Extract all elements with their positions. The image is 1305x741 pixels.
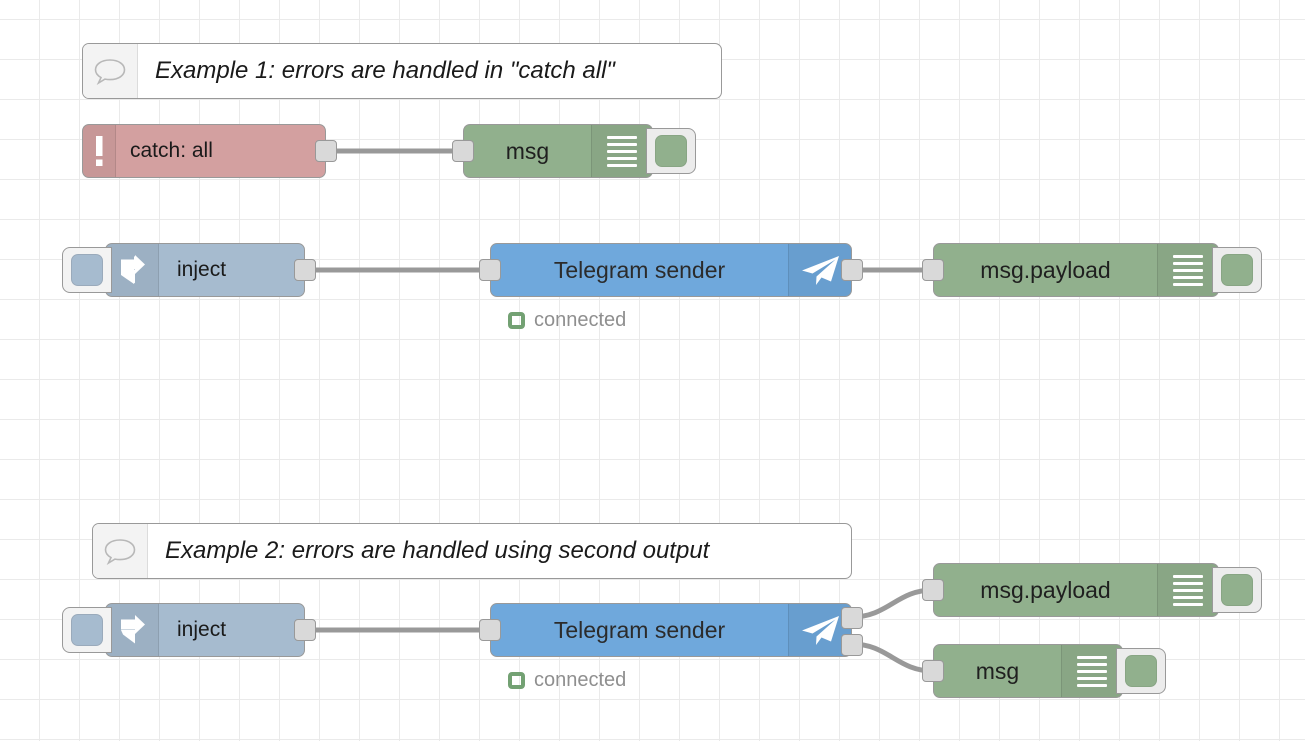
inject-trigger-button-1[interactable]	[62, 247, 112, 293]
debug-toggle-indicator	[655, 135, 687, 167]
telegram-sender-1-output-port[interactable]	[841, 259, 863, 281]
debug-payload-1-input-port[interactable]	[922, 259, 944, 281]
debug-node-payload-1[interactable]: msg.payload	[922, 243, 1262, 297]
debug-bars-icon	[1157, 564, 1218, 616]
arrow-right-icon-glyph	[121, 615, 145, 644]
inject-trigger-button-2[interactable]	[62, 607, 112, 653]
comment-node-example-1[interactable]: Example 1: errors are handled in "catch …	[82, 43, 722, 99]
debug-active-toggle-msg-bottom[interactable]	[1116, 648, 1166, 694]
inject-node-2[interactable]: inject	[62, 603, 316, 657]
debug-toggle-indicator	[1221, 574, 1253, 606]
debug-msg-bottom-input-port[interactable]	[922, 660, 944, 682]
debug-node-msg-bottom[interactable]: msg	[922, 644, 1166, 698]
speech-bubble-icon	[83, 44, 138, 98]
exclamation-icon-glyph	[96, 136, 103, 166]
speech-bubble-icon	[93, 524, 148, 578]
debug-node-payload-2-label: msg.payload	[980, 576, 1111, 603]
wire-telegram2-out1-to-debug-payload2	[849, 587, 936, 620]
debug-bars-icon-glyph	[1077, 655, 1107, 687]
debug-node-msg-top-label: msg	[505, 137, 550, 164]
catch-node[interactable]: catch: all	[82, 124, 337, 178]
exclamation-icon	[83, 125, 116, 177]
telegram-paper-plane-icon-glyph	[802, 256, 839, 285]
telegram-paper-plane-icon-glyph	[802, 616, 839, 645]
speech-bubble-icon-glyph	[94, 59, 126, 85]
telegram-sender-1-status: connected	[508, 309, 626, 332]
inject-node-1-output-port[interactable]	[294, 259, 316, 281]
telegram-sender-2-status-text: connected	[534, 669, 627, 691]
debug-toggle-indicator	[1221, 254, 1253, 286]
comment-text: Example 2: errors are handled using seco…	[165, 537, 710, 564]
telegram-sender-2-output-port-1[interactable]	[841, 607, 863, 629]
telegram-sender-node-1[interactable]: Telegram sender	[479, 243, 863, 297]
inject-node-2-output-port[interactable]	[294, 619, 316, 641]
arrow-right-icon	[106, 244, 159, 296]
debug-node-msg-bottom-label: msg	[975, 657, 1020, 684]
telegram-sender-node-2-label: Telegram sender	[553, 616, 726, 643]
inject-node-2-label: inject	[177, 618, 227, 641]
debug-bars-icon-glyph	[1173, 254, 1203, 286]
debug-toggle-indicator	[1125, 655, 1157, 687]
debug-node-msg-top[interactable]: msg	[452, 124, 696, 178]
catch-output-port[interactable]	[315, 140, 337, 162]
debug-bars-icon-glyph	[607, 135, 637, 167]
inject-node-1-label: inject	[177, 258, 227, 281]
telegram-sender-2-status: connected	[508, 669, 626, 692]
comment-node-example-2[interactable]: Example 2: errors are handled using seco…	[92, 523, 852, 579]
telegram-sender-2-output-port-2[interactable]	[841, 634, 863, 656]
telegram-sender-1-input-port[interactable]	[479, 259, 501, 281]
debug-active-toggle-payload-2[interactable]	[1212, 567, 1262, 613]
debug-bars-icon-glyph	[1173, 574, 1203, 606]
status-dot-icon	[508, 312, 525, 329]
telegram-sender-2-input-port[interactable]	[479, 619, 501, 641]
telegram-sender-node-1-label: Telegram sender	[553, 256, 726, 283]
status-dot-icon	[508, 672, 525, 689]
debug-node-payload-1-label: msg.payload	[980, 256, 1111, 283]
comment-text: Example 1: errors are handled in "catch …	[155, 57, 615, 84]
arrow-right-icon-glyph	[121, 255, 145, 284]
debug-bars-icon	[591, 125, 652, 177]
debug-node-payload-2[interactable]: msg.payload	[922, 563, 1262, 617]
telegram-sender-node-2[interactable]: Telegram sender	[479, 603, 863, 657]
arrow-right-icon	[106, 604, 159, 656]
debug-payload-2-input-port[interactable]	[922, 579, 944, 601]
debug-msg-top-input-port[interactable]	[452, 140, 474, 162]
inject-trigger-indicator	[71, 614, 103, 646]
telegram-sender-1-status-text: connected	[534, 309, 627, 331]
debug-active-toggle-payload-1[interactable]	[1212, 247, 1262, 293]
inject-trigger-indicator	[71, 254, 103, 286]
wire-telegram2-out2-to-debug-msg	[849, 641, 936, 674]
debug-active-toggle-msg-top[interactable]	[646, 128, 696, 174]
debug-bars-icon	[1157, 244, 1218, 296]
inject-node-1[interactable]: inject	[62, 243, 316, 297]
telegram-paper-plane-icon	[788, 604, 851, 656]
speech-bubble-icon-glyph	[104, 539, 136, 565]
catch-node-label: catch: all	[130, 139, 213, 162]
debug-bars-icon	[1061, 645, 1122, 697]
telegram-paper-plane-icon	[788, 244, 851, 296]
